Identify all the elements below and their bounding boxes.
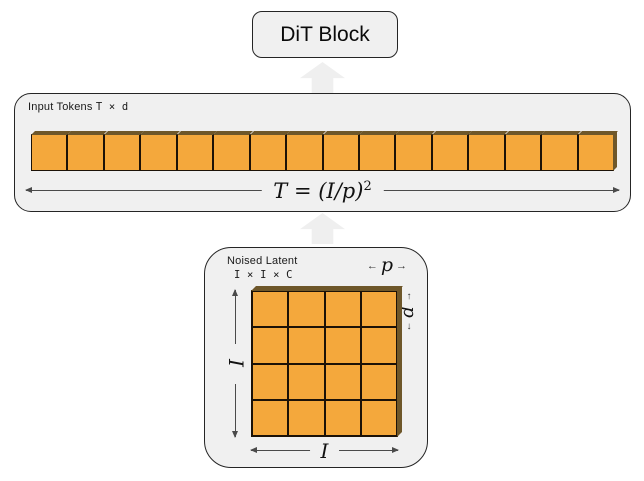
image-height-label: I: [224, 358, 248, 367]
noised-latent-dims: I × I × C: [234, 269, 293, 281]
cell: [252, 291, 289, 328]
token: [140, 134, 177, 171]
token: [541, 134, 578, 171]
cell: [360, 363, 397, 400]
cell: [252, 363, 289, 400]
cell: [252, 399, 289, 436]
cell: [360, 399, 397, 436]
up-arrow-icon: [300, 62, 345, 93]
cell: [288, 291, 325, 328]
image-width-label: I: [309, 441, 340, 461]
cell: [288, 327, 325, 364]
token-count-arrow: T = (I/p)2: [25, 180, 620, 202]
cell: [360, 291, 397, 328]
cell: [360, 327, 397, 364]
token: [358, 134, 396, 171]
image-width-arrow: I: [250, 441, 399, 461]
token: [249, 134, 287, 171]
arrow-up-icon: ↑: [406, 291, 412, 302]
image-height-label-wrap: I: [224, 343, 248, 384]
arrow-down-icon: ↓: [406, 321, 412, 332]
image-height-arrow: I: [224, 289, 248, 438]
token: [67, 134, 104, 171]
arrow-left-icon: ←: [366, 259, 378, 272]
token: [468, 134, 505, 171]
up-arrow-icon: [300, 213, 345, 244]
token-count-formula: T = (I/p)2: [261, 179, 384, 203]
token: [577, 134, 614, 171]
token: [504, 134, 542, 171]
patch-width-marker: ← p →: [367, 256, 407, 275]
cell: [324, 291, 361, 328]
cell: [252, 327, 289, 364]
input-tokens-title: Input Tokens T × d: [28, 101, 128, 113]
token: [431, 134, 469, 171]
formula-base: T = (I/p): [273, 179, 364, 203]
cell: [288, 363, 325, 400]
cell: [324, 363, 361, 400]
patch-height-label: p: [399, 306, 420, 318]
dit-block-label: DiT Block: [280, 22, 370, 46]
cell: [324, 399, 361, 436]
token-strip: [31, 134, 614, 171]
token: [31, 134, 68, 171]
token: [103, 134, 141, 171]
token: [322, 134, 359, 171]
patch-height-marker: ↑ p ↓: [399, 288, 420, 336]
input-tokens-title-text: Input Tokens: [28, 101, 96, 113]
noised-latent-title: Noised Latent: [227, 255, 298, 267]
input-tokens-panel: Input Tokens T × d T = (I/p)2: [14, 93, 631, 212]
input-tokens-dims: T × d: [95, 101, 129, 113]
patch-width-label: p: [380, 254, 393, 276]
formula-exponent: 2: [363, 179, 372, 194]
token: [395, 134, 432, 171]
token: [213, 134, 250, 171]
cell: [288, 399, 325, 436]
cell: [324, 327, 361, 364]
token: [286, 134, 323, 171]
latent-grid: [251, 290, 398, 437]
dit-block-box: DiT Block: [252, 11, 398, 58]
noised-latent-panel: Noised Latent I × I × C ← p → ↑ p ↓ I I: [204, 247, 428, 468]
arrow-right-icon: →: [396, 259, 407, 272]
token: [176, 134, 214, 171]
